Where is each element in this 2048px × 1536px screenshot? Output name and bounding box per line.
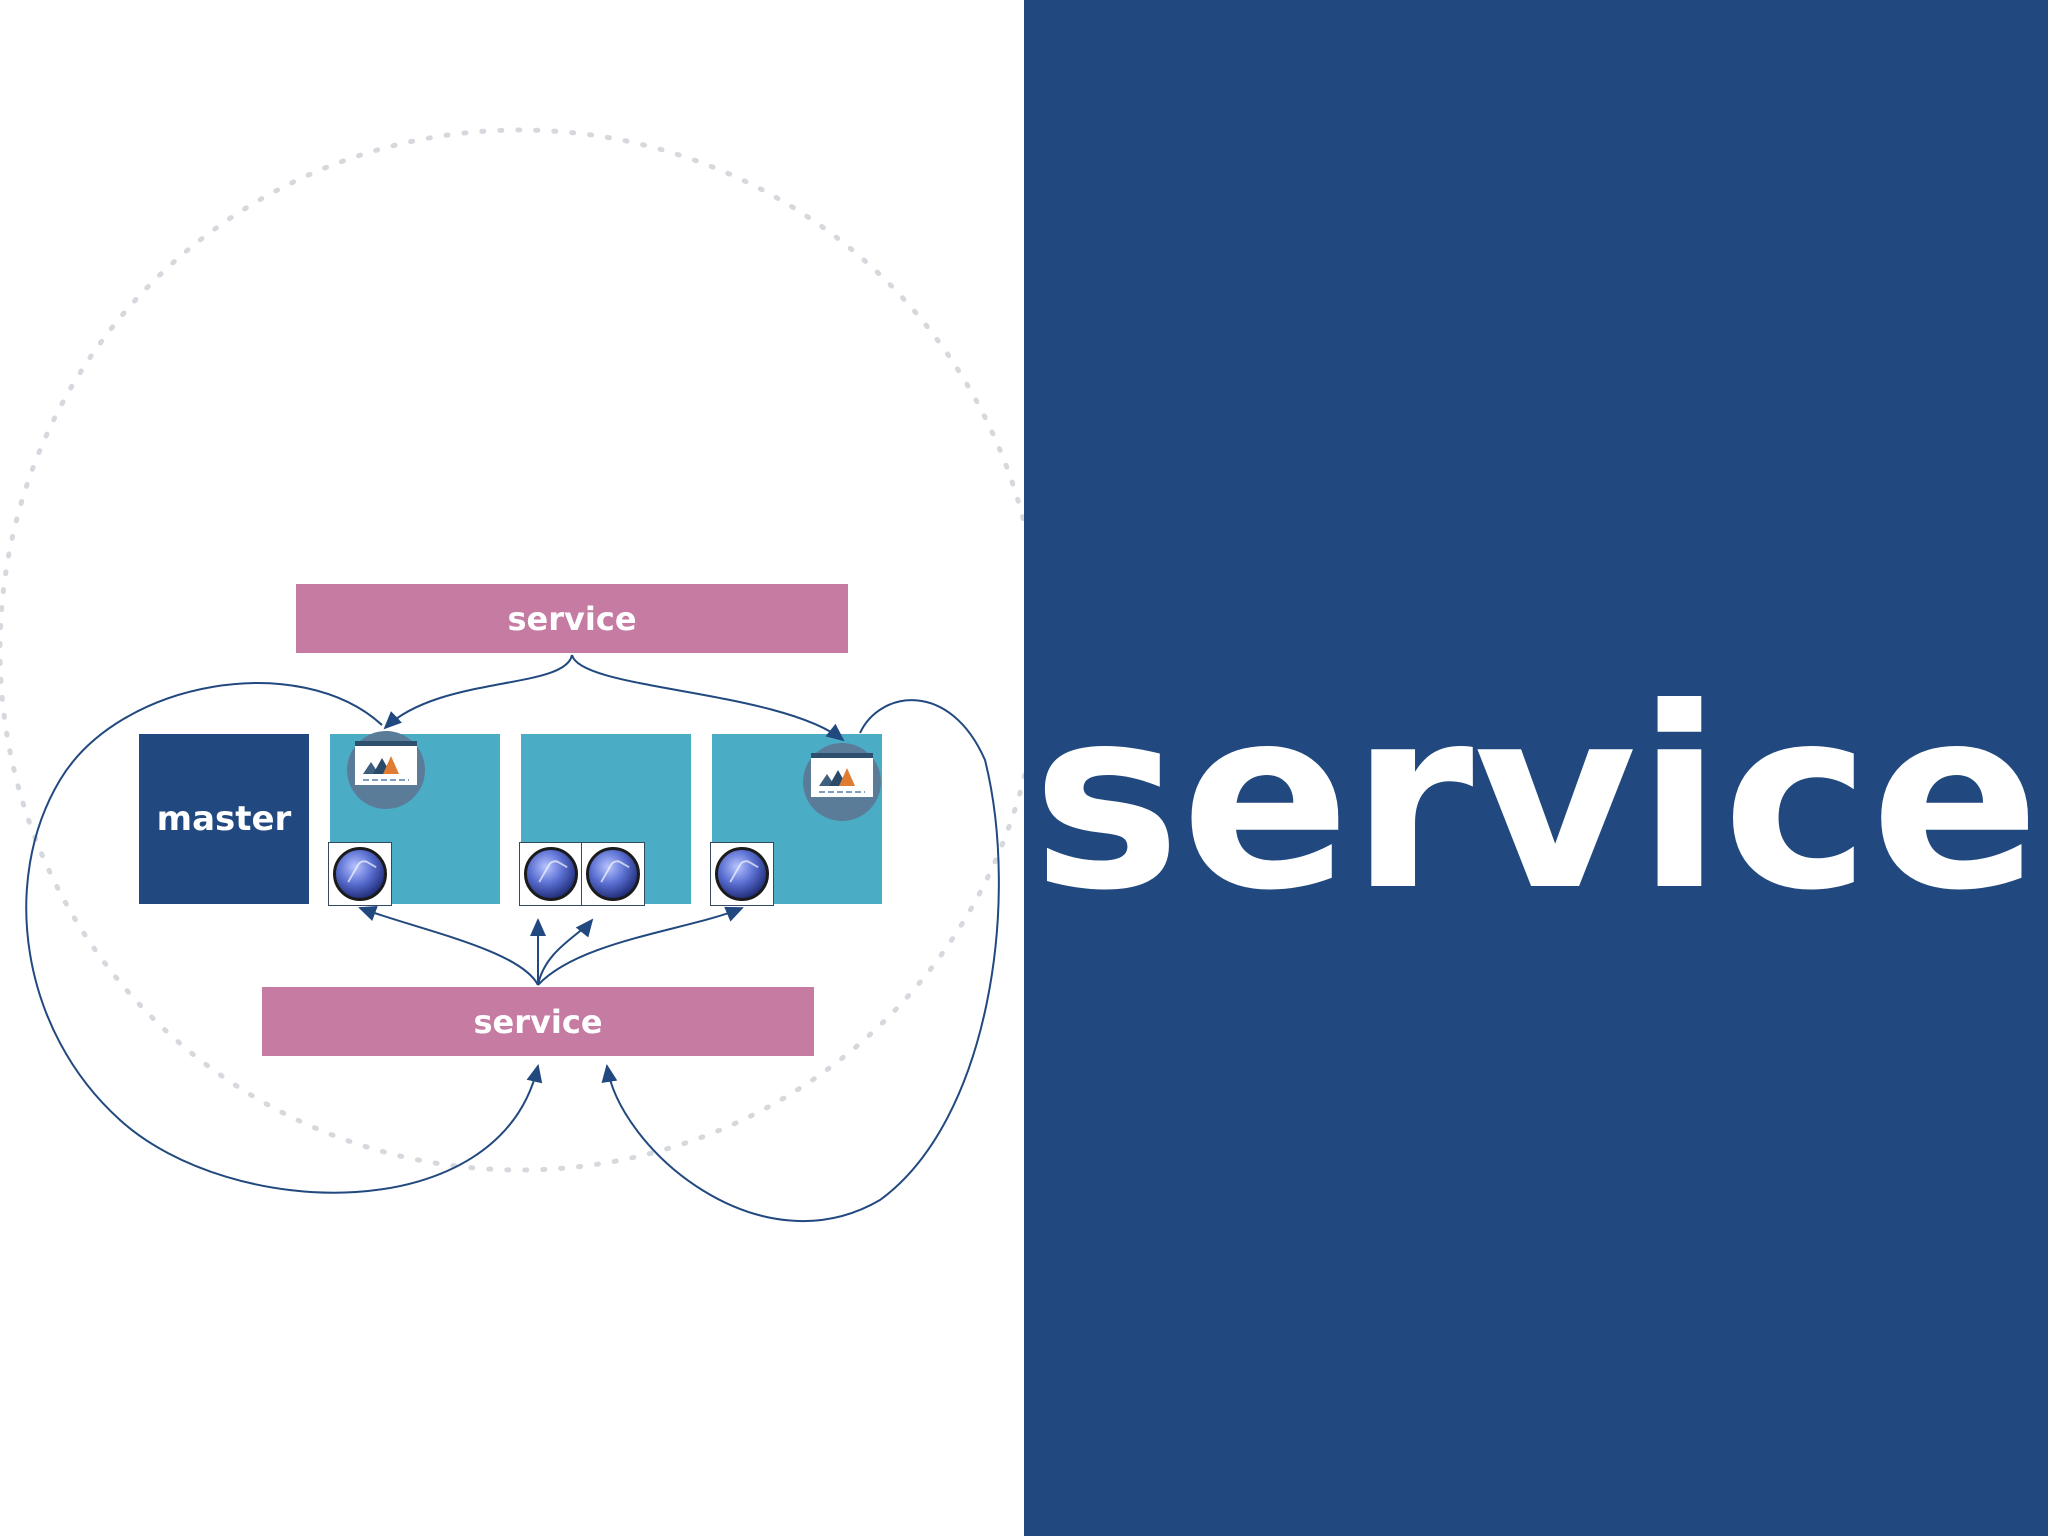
pod-lens-icon: [328, 842, 392, 906]
bottom-service-label: service: [473, 1002, 603, 1041]
pod-lens-icon: [581, 842, 645, 906]
pod-lens-icon: [519, 842, 583, 906]
master-node: master: [139, 734, 309, 904]
arrow-bottom-to-pod3: [537, 918, 594, 986]
bottom-service-bar: service: [262, 987, 814, 1056]
loop-right: [601, 699, 1000, 1222]
dotted-circle-decoration: [0, 127, 1024, 1173]
arrow-bottom-to-pod4: [537, 906, 744, 986]
pod-lens-icon: [710, 842, 774, 906]
arrow-bottom-to-pod1: [358, 905, 539, 986]
arrow-top-to-node3: [571, 654, 845, 742]
loop-left: [25, 682, 543, 1194]
master-label: master: [156, 799, 292, 839]
connector-arrows: [25, 654, 1000, 1222]
title-panel: service: [1024, 0, 2048, 1536]
diagram-panel: service master: [0, 0, 1024, 1536]
top-service-label: service: [507, 599, 637, 638]
presentation-screen-icon: [347, 731, 425, 809]
slide-title: service: [1031, 654, 2041, 945]
top-service-bar: service: [296, 584, 848, 653]
presentation-screen-icon: [803, 743, 881, 821]
arrow-top-to-node1: [383, 654, 573, 730]
